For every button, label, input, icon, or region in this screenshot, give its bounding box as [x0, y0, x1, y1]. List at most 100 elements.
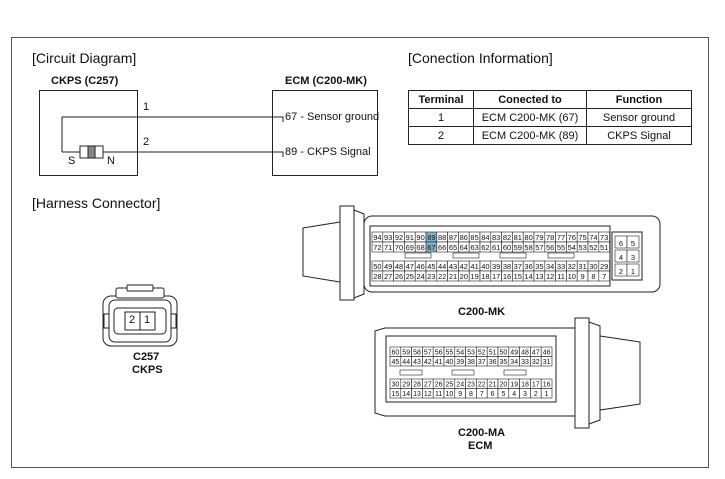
mk-key-slot — [499, 252, 527, 259]
svg-text:7: 7 — [602, 272, 606, 281]
svg-text:56: 56 — [546, 243, 554, 252]
svg-text:45: 45 — [427, 262, 435, 271]
pin-30: 30 — [389, 378, 402, 389]
svg-text:63: 63 — [470, 243, 478, 252]
svg-text:25: 25 — [446, 382, 454, 389]
svg-text:6: 6 — [491, 391, 495, 398]
svg-text:72: 72 — [373, 243, 381, 252]
svg-text:43: 43 — [413, 359, 421, 366]
svg-text:65: 65 — [449, 243, 457, 252]
svg-text:71: 71 — [384, 243, 392, 252]
svg-text:39: 39 — [456, 359, 464, 366]
pin-38: 38 — [465, 356, 477, 367]
svg-text:35: 35 — [535, 262, 543, 271]
svg-text:54: 54 — [456, 350, 464, 357]
svg-text:90: 90 — [416, 233, 424, 242]
svg-text:42: 42 — [424, 359, 432, 366]
pin-29: 29 — [400, 378, 412, 389]
pin-1: 1 — [540, 388, 553, 399]
svg-text:37: 37 — [514, 262, 522, 271]
pin-34: 34 — [508, 356, 520, 367]
pin-45: 45 — [389, 356, 402, 367]
svg-text:16: 16 — [543, 382, 551, 389]
svg-text:31: 31 — [578, 262, 586, 271]
pin-32: 32 — [530, 356, 542, 367]
svg-text:46: 46 — [543, 350, 551, 357]
svg-text:91: 91 — [406, 233, 414, 242]
circuit-diagram-title: [Circuit Diagram] — [32, 50, 137, 66]
ecm-pin-67: 67 - Sensor ground — [285, 111, 380, 123]
svg-text:38: 38 — [503, 262, 511, 271]
svg-text:44: 44 — [402, 359, 410, 366]
pin-22: 22 — [476, 378, 488, 389]
ecm-connector-label: ECM — [468, 440, 493, 452]
mk-flange-step — [353, 209, 365, 299]
svg-text:9: 9 — [581, 272, 585, 281]
svg-text:12: 12 — [424, 391, 432, 398]
svg-text:2: 2 — [534, 391, 538, 398]
pin-57: 57 — [422, 346, 434, 357]
pin-10: 10 — [443, 388, 456, 399]
svg-text:21: 21 — [489, 382, 497, 389]
ma-flange-step — [588, 321, 601, 425]
svg-text:30: 30 — [392, 382, 400, 389]
svg-text:32: 32 — [532, 359, 540, 366]
pin-13: 13 — [411, 388, 423, 399]
c257-right-rib — [170, 313, 177, 329]
table-header-row: Terminal Conected to Function — [408, 90, 692, 109]
svg-text:40: 40 — [481, 262, 489, 271]
svg-text:49: 49 — [384, 262, 392, 271]
svg-text:18: 18 — [481, 272, 489, 281]
cell-connected-to: ECM C200-MK (89) — [473, 126, 587, 145]
svg-text:49: 49 — [510, 350, 518, 357]
svg-text:57: 57 — [535, 243, 543, 252]
svg-text:41: 41 — [470, 262, 478, 271]
c200-ma-label: C200-MA — [458, 427, 506, 439]
svg-text:41: 41 — [435, 359, 443, 366]
pin-27: 27 — [422, 378, 434, 389]
pin-1: 1 — [626, 263, 640, 277]
pin-3: 3 — [626, 249, 640, 263]
svg-text:44: 44 — [438, 262, 446, 271]
svg-text:69: 69 — [406, 243, 414, 252]
svg-text:11: 11 — [435, 391, 442, 398]
svg-text:39: 39 — [492, 262, 500, 271]
pin-17: 17 — [530, 378, 542, 389]
svg-text:51: 51 — [489, 350, 497, 357]
svg-text:3: 3 — [523, 391, 527, 398]
svg-text:79: 79 — [535, 233, 543, 242]
pin-51: 51 — [598, 241, 610, 253]
pin-36: 36 — [486, 356, 499, 367]
svg-text:53: 53 — [578, 243, 586, 252]
header-terminal: Terminal — [408, 90, 474, 109]
svg-text:81: 81 — [514, 233, 522, 242]
c200-mk-label: C200-MK — [458, 306, 506, 318]
svg-text:48: 48 — [521, 350, 529, 357]
pin-15: 15 — [389, 388, 402, 399]
svg-text:64: 64 — [460, 243, 468, 252]
svg-text:93: 93 — [384, 233, 392, 242]
svg-text:29: 29 — [600, 262, 608, 271]
sensor-box — [39, 90, 138, 176]
svg-text:58: 58 — [524, 243, 532, 252]
svg-text:20: 20 — [460, 272, 468, 281]
ecm-box — [272, 90, 378, 176]
svg-text:24: 24 — [416, 272, 424, 281]
pin-43: 43 — [411, 356, 423, 367]
c257-latch-tab — [126, 284, 154, 292]
svg-text:37: 37 — [478, 359, 486, 366]
svg-text:50: 50 — [373, 262, 381, 271]
connection-info-title: [Conection Information] — [408, 50, 553, 66]
pin-60: 60 — [389, 346, 402, 357]
svg-text:45: 45 — [392, 359, 400, 366]
pin-12: 12 — [422, 388, 434, 399]
wire-2-number: 2 — [143, 136, 150, 148]
svg-text:19: 19 — [470, 272, 478, 281]
svg-text:47: 47 — [532, 350, 540, 357]
svg-text:80: 80 — [524, 233, 532, 242]
svg-text:58: 58 — [413, 350, 421, 357]
svg-text:14: 14 — [402, 391, 410, 398]
pin-52: 52 — [476, 346, 488, 357]
mk-key-slot — [404, 252, 432, 259]
svg-text:52: 52 — [589, 243, 597, 252]
